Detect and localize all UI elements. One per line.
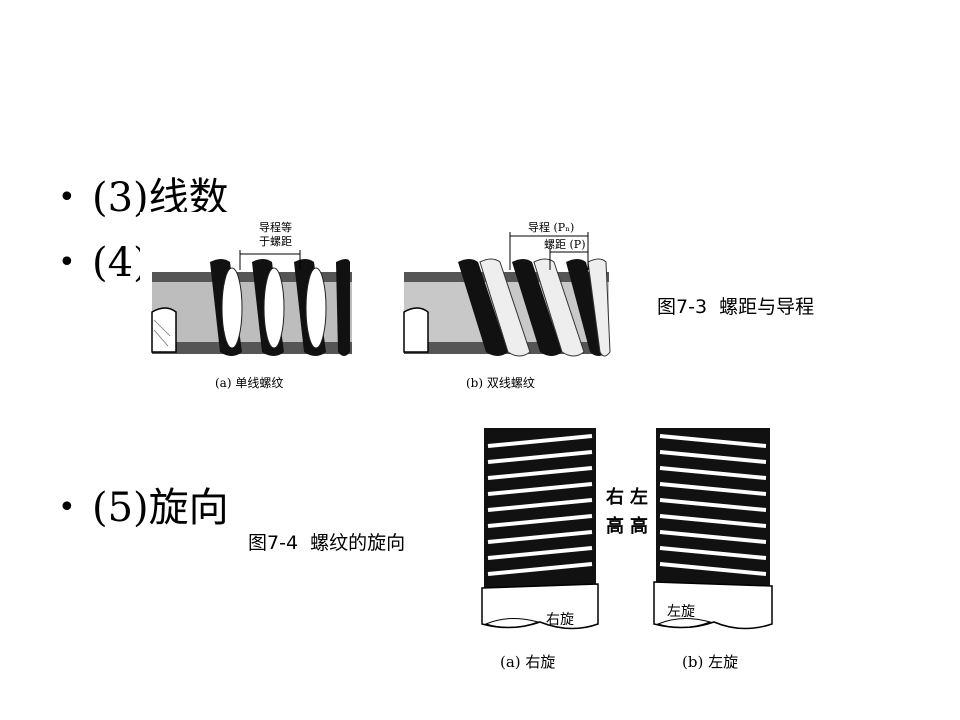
figure-7-3-illustration bbox=[140, 212, 620, 392]
double-thread-screw bbox=[403, 232, 611, 357]
right-high-label-bottom: 高 bbox=[606, 516, 624, 537]
left-high-label-bottom: 高 bbox=[630, 516, 648, 537]
single-thread-screw bbox=[151, 250, 352, 356]
right-hand-inner-label: 右旋 bbox=[546, 612, 574, 628]
bullet-text: (3)线数 bbox=[92, 175, 229, 221]
bullet-text: (5)旋向 bbox=[92, 485, 229, 531]
fig73-a-label: (a) 单线螺纹 bbox=[215, 376, 284, 390]
lead-annotation: 导程 (Pₙ) bbox=[528, 221, 575, 234]
fig74-caption: 图7-4 螺纹的旋向 bbox=[248, 532, 406, 554]
left-hand-inner-label: 左旋 bbox=[667, 604, 695, 620]
right-high-label-top: 右 bbox=[606, 487, 624, 508]
figure-7-4-illustration bbox=[481, 428, 773, 630]
bullet-line-count: • (3)线数 bbox=[58, 178, 229, 218]
single-thread-annotation-1: 导程等 bbox=[259, 221, 292, 234]
pitch-annotation: 螺距 (P) bbox=[544, 238, 586, 251]
fig73-b-label: (b) 双线螺纹 bbox=[466, 376, 535, 390]
left-hand-screw bbox=[653, 428, 773, 630]
bullet-pitch-lead: • (4) bbox=[58, 243, 149, 283]
bullet-text: (4) bbox=[92, 240, 149, 286]
fig73-caption: 图7-3 螺距与导程 bbox=[657, 296, 815, 318]
single-thread-annotation-2: 于螺距 bbox=[259, 235, 292, 248]
bullet-handedness: • (5)旋向 bbox=[58, 488, 229, 528]
bullet-marker: • bbox=[58, 490, 76, 525]
left-high-label-top: 左 bbox=[630, 487, 648, 508]
bullet-marker: • bbox=[58, 245, 76, 280]
right-hand-screw bbox=[481, 428, 599, 630]
bullet-marker: • bbox=[58, 180, 76, 215]
fig74-a-label: (a) 右旋 bbox=[500, 653, 556, 671]
fig74-b-label: (b) 左旋 bbox=[682, 653, 739, 671]
